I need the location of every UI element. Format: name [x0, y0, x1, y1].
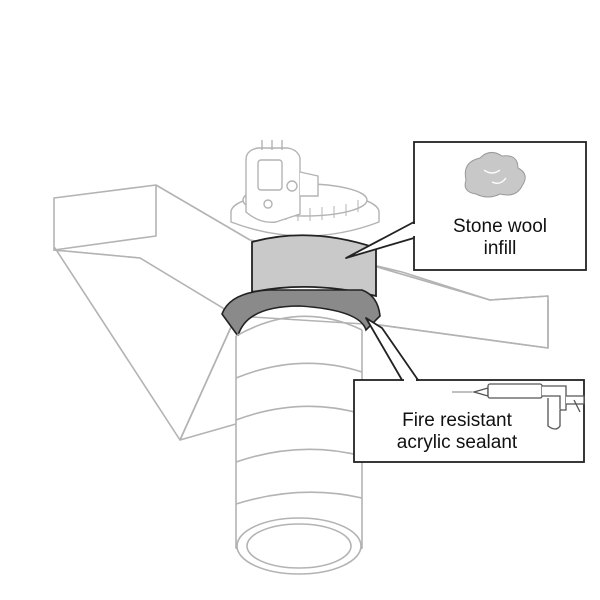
- fire-sealant-ring: [221, 289, 381, 338]
- callout-stone-wool: [345, 141, 587, 271]
- spiral-duct: [235, 315, 363, 575]
- stone-wool-infill: [251, 234, 377, 298]
- fan-unit-icon: [230, 140, 380, 237]
- sealant-label-line2: acrylic sealant: [396, 432, 518, 453]
- stone-wool-label-line1: Stone wool: [452, 216, 547, 237]
- stone-wool-label: Stone wool infill: [416, 216, 584, 260]
- sealant-label-line1: Fire resistant: [402, 410, 512, 431]
- stone-wool-icon: [464, 152, 526, 198]
- stone-wool-label-line2: infill: [483, 238, 517, 259]
- callout-sealant: [353, 317, 585, 463]
- caulking-gun-icon: [452, 383, 585, 430]
- sealant-label: Fire resistant acrylic sealant: [356, 410, 558, 454]
